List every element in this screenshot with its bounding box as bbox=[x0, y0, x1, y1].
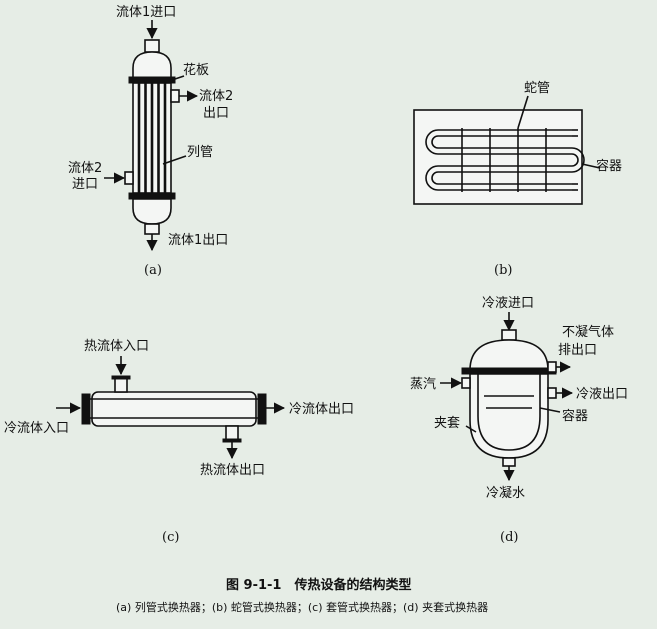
fluid1-out-label: 流体1出口 bbox=[168, 233, 228, 248]
jacket-leader bbox=[465, 425, 477, 433]
hot-in-label: 热流体入口 bbox=[84, 339, 149, 354]
cold-liquid-out-label: 冷液出口 bbox=[576, 387, 628, 402]
label-d: (d) bbox=[500, 530, 518, 545]
top-head bbox=[132, 51, 172, 79]
tube-bundle bbox=[137, 83, 167, 193]
fluid2-in-nozzle bbox=[124, 171, 134, 185]
coil-leader bbox=[517, 95, 529, 129]
top-tube-sheet bbox=[128, 76, 176, 84]
top-nozzle bbox=[144, 39, 160, 53]
hot-in-nozzle bbox=[114, 377, 128, 393]
hot-out-nozzle bbox=[225, 425, 239, 441]
steam-nozzle bbox=[461, 377, 471, 389]
vessel-leader bbox=[539, 407, 561, 413]
left-flange bbox=[81, 393, 91, 425]
outer-pipe bbox=[91, 391, 257, 427]
cold-out-label: 冷流体出口 bbox=[289, 402, 354, 417]
noncond-label-2: 排出口 bbox=[558, 343, 597, 358]
top-nozzle bbox=[501, 329, 517, 341]
fluid1-in-label: 流体1进口 bbox=[116, 5, 176, 20]
label-b: (b) bbox=[494, 263, 512, 278]
coil-label: 蛇管 bbox=[524, 81, 550, 96]
coil-exchanger: 蛇管 容器 (b) bbox=[413, 81, 622, 278]
tube-sheet-leader bbox=[171, 75, 185, 81]
figure-title: 图 9-1-1 传热设备的结构类型 bbox=[226, 577, 411, 593]
fluid2-out-nozzle bbox=[170, 89, 180, 103]
fluid2-in-label-1: 流体2 bbox=[68, 161, 102, 176]
cold-liquid-in-label: 冷液进口 bbox=[482, 296, 534, 311]
shell-and-tube-exchanger: 流体1进口 花板 流体2 出口 流体2 进口 列管 流体1出口 (a) bbox=[68, 5, 233, 278]
bottom-head bbox=[132, 198, 172, 225]
label-c: (c) bbox=[162, 530, 179, 545]
tubes-leader bbox=[162, 155, 187, 165]
condensate-nozzle bbox=[502, 457, 516, 467]
tubes-label: 列管 bbox=[187, 145, 213, 160]
fluid2-in-label-2: 进口 bbox=[72, 177, 98, 192]
flange bbox=[461, 367, 557, 375]
label-a: (a) bbox=[144, 263, 162, 278]
fluid2-out-label-1: 流体2 bbox=[199, 89, 233, 104]
jacketed-vessel: 冷液进口 不凝气体 排出口 蒸汽 冷液出口 容器 夹套 冷凝水 (d) bbox=[410, 296, 628, 545]
cold-in-label: 冷流体入口 bbox=[4, 421, 69, 436]
right-flange bbox=[257, 393, 267, 425]
double-pipe-exchanger: 热流体入口 冷流体入口 冷流体出口 热流体出口 (c) bbox=[4, 339, 354, 545]
figure-subtitle: (a) 列管式换热器；(b) 蛇管式换热器；(c) 套管式换热器；(d) 夹套式… bbox=[116, 600, 488, 614]
coil bbox=[425, 128, 585, 192]
bottom-tube-sheet bbox=[128, 192, 176, 200]
vessel-label: 容器 bbox=[596, 158, 622, 174]
cold-liquid-out-nozzle bbox=[547, 387, 557, 399]
top-dome bbox=[469, 339, 549, 371]
hot-out-label: 热流体出口 bbox=[200, 463, 265, 478]
vessel-label: 容器 bbox=[562, 408, 588, 424]
tube-sheet-label: 花板 bbox=[183, 62, 209, 78]
noncond-nozzle bbox=[547, 361, 557, 373]
inner-vessel bbox=[477, 373, 541, 451]
vessel-leader bbox=[581, 163, 601, 169]
steam-label: 蒸汽 bbox=[410, 377, 436, 392]
condensate-label: 冷凝水 bbox=[486, 485, 525, 501]
jacket-label: 夹套 bbox=[434, 415, 460, 431]
noncond-label-1: 不凝气体 bbox=[562, 324, 614, 340]
vessel bbox=[413, 109, 583, 205]
fluid2-out-label-2: 出口 bbox=[203, 106, 229, 121]
bottom-nozzle bbox=[144, 223, 160, 235]
